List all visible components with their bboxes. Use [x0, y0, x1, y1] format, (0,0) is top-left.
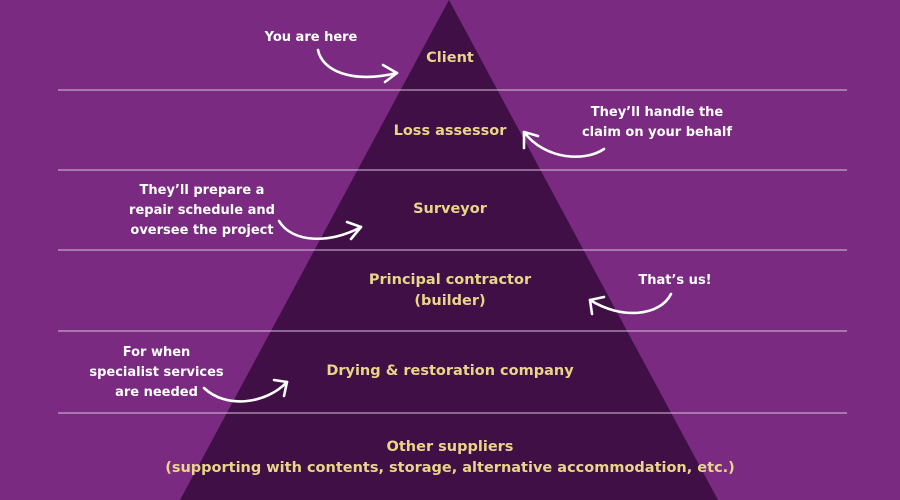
- tier-loss-assessor: Loss assessor: [150, 121, 750, 142]
- tier-other-suppliers: Other suppliers (supporting with content…: [150, 437, 750, 479]
- tier-loss-assessor-label: Loss assessor: [393, 123, 507, 139]
- arrow-drying-restoration: [202, 380, 289, 403]
- arrowhead: [522, 130, 540, 150]
- note-you-are-here: You are here: [251, 28, 371, 48]
- tier-principal-contractor-line-2: (builder): [414, 293, 486, 309]
- arrowhead: [381, 63, 399, 84]
- note-you-are-here-text: You are here: [264, 30, 358, 45]
- note-surveyor: They’ll prepare a repair schedule and ov…: [122, 181, 282, 241]
- tier-other-suppliers-line-1: Other suppliers: [386, 439, 514, 455]
- note-drying-restoration-line-1: For when: [122, 345, 191, 360]
- tier-client-label: Client: [426, 50, 474, 66]
- note-loss-assessor: They’ll handle the claim on your behalf: [572, 103, 742, 143]
- note-surveyor-line-1: They’ll prepare a: [139, 183, 265, 198]
- note-surveyor-line-3: oversee the project: [130, 223, 274, 238]
- arrowhead: [588, 295, 606, 316]
- arrow-loss-assessor: [522, 130, 606, 158]
- note-surveyor-line-2: repair schedule and: [129, 203, 275, 218]
- tier-principal-contractor: Principal contractor (builder): [150, 270, 750, 312]
- tier-surveyor-label: Surveyor: [413, 201, 487, 217]
- note-drying-restoration-line-3: are needed: [115, 385, 198, 400]
- tier-drying-restoration: Drying & restoration company: [150, 361, 750, 382]
- tier-drying-restoration-label: Drying & restoration company: [326, 363, 574, 379]
- arrowhead: [345, 220, 363, 241]
- note-principal-contractor: That’s us!: [620, 271, 730, 291]
- note-loss-assessor-line-1: They’ll handle the: [590, 105, 724, 120]
- note-drying-restoration-line-2: specialist services: [89, 365, 224, 380]
- arrow-principal-contractor: [588, 292, 673, 315]
- note-drying-restoration: For when specialist services are needed: [84, 343, 229, 403]
- note-loss-assessor-line-2: claim on your behalf: [581, 125, 733, 140]
- tier-surveyor: Surveyor: [150, 199, 750, 220]
- tier-client: Client: [150, 48, 750, 69]
- note-principal-contractor-text: That’s us!: [638, 273, 712, 288]
- tier-principal-contractor-line-1: Principal contractor: [368, 272, 532, 288]
- tier-other-suppliers-line-2: (supporting with contents, storage, alte…: [165, 460, 735, 476]
- arrow-you-are-here: [316, 48, 399, 79]
- arrow-surveyor: [277, 219, 363, 240]
- arrowhead: [272, 378, 289, 398]
